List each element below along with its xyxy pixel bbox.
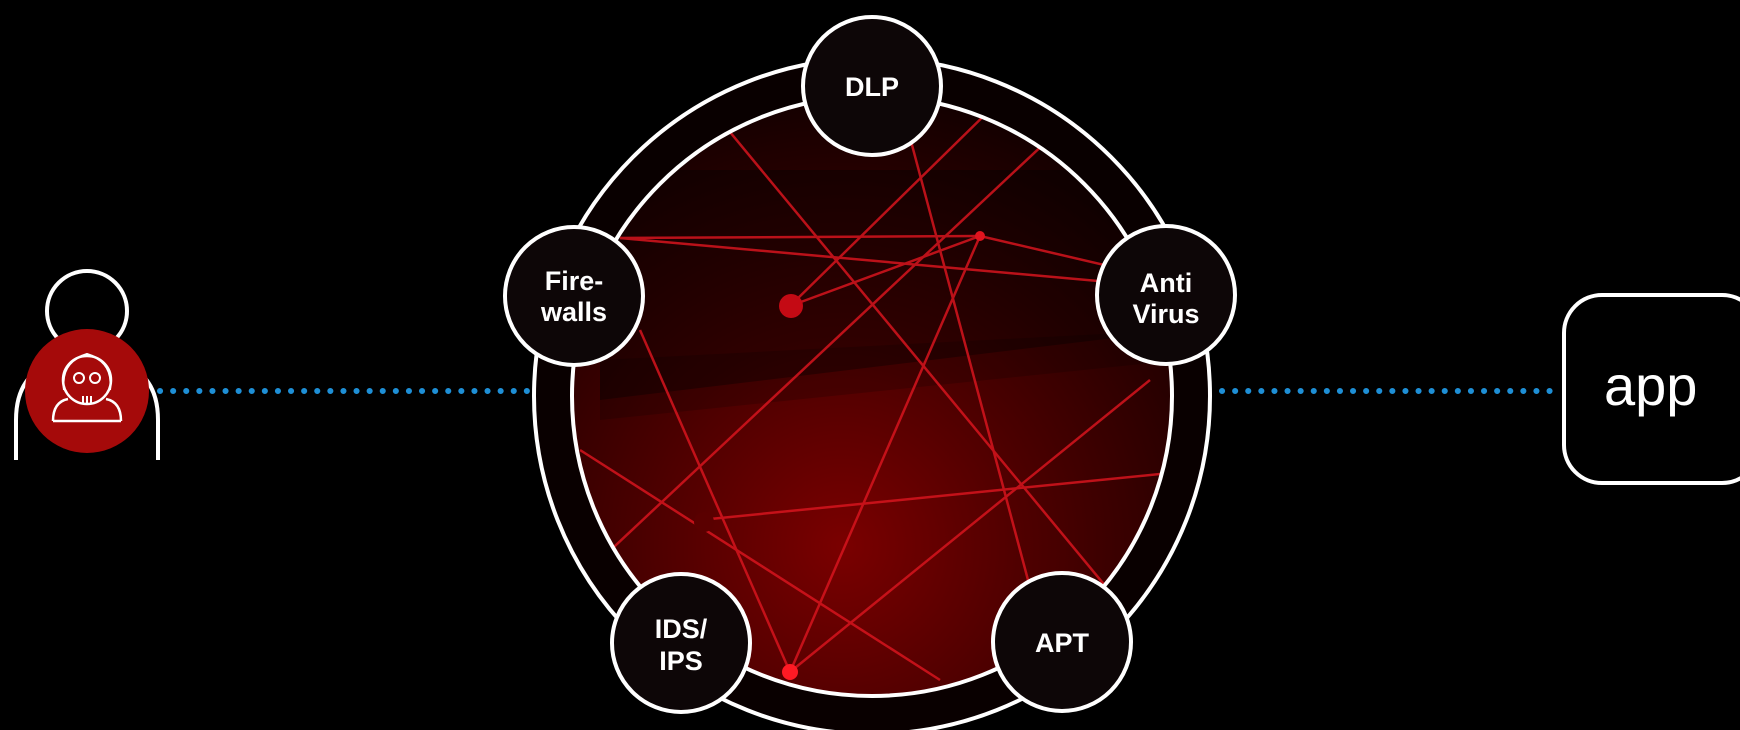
node-apt-circle: [991, 571, 1133, 713]
node-ids-ips-label-line2: IPS: [659, 646, 703, 676]
target-app-box: [1562, 293, 1740, 485]
node-antivirus-label-line2: Virus: [1132, 299, 1199, 329]
node-ids-ips-label-line1: IDS/: [655, 614, 708, 644]
target-app: app: [1562, 293, 1740, 485]
hacker-skull-icon: [25, 329, 149, 453]
node-dlp: DLP: [801, 15, 943, 157]
threat-network-core: [570, 94, 1174, 698]
node-dlp-label: DLP: [845, 72, 899, 102]
attacker: [14, 269, 160, 460]
node-firewalls-label-line1: Fire-: [545, 266, 604, 296]
node-firewalls-label-line2: walls: [540, 297, 607, 327]
target-app-label: app: [1604, 354, 1697, 417]
node-firewalls: Fire- walls: [503, 225, 645, 367]
node-apt: APT: [991, 571, 1133, 713]
node-antivirus-label-line1: Anti: [1140, 268, 1192, 298]
node-antivirus-circle: [1095, 224, 1237, 366]
node-firewalls-circle: [503, 225, 645, 367]
node-antivirus: Anti Virus: [1095, 224, 1237, 366]
node-apt-label: APT: [1035, 628, 1090, 658]
node-ids-ips-circle: [610, 572, 752, 714]
node-dlp-circle: [801, 15, 943, 157]
node-ids-ips: IDS/ IPS: [610, 572, 752, 714]
